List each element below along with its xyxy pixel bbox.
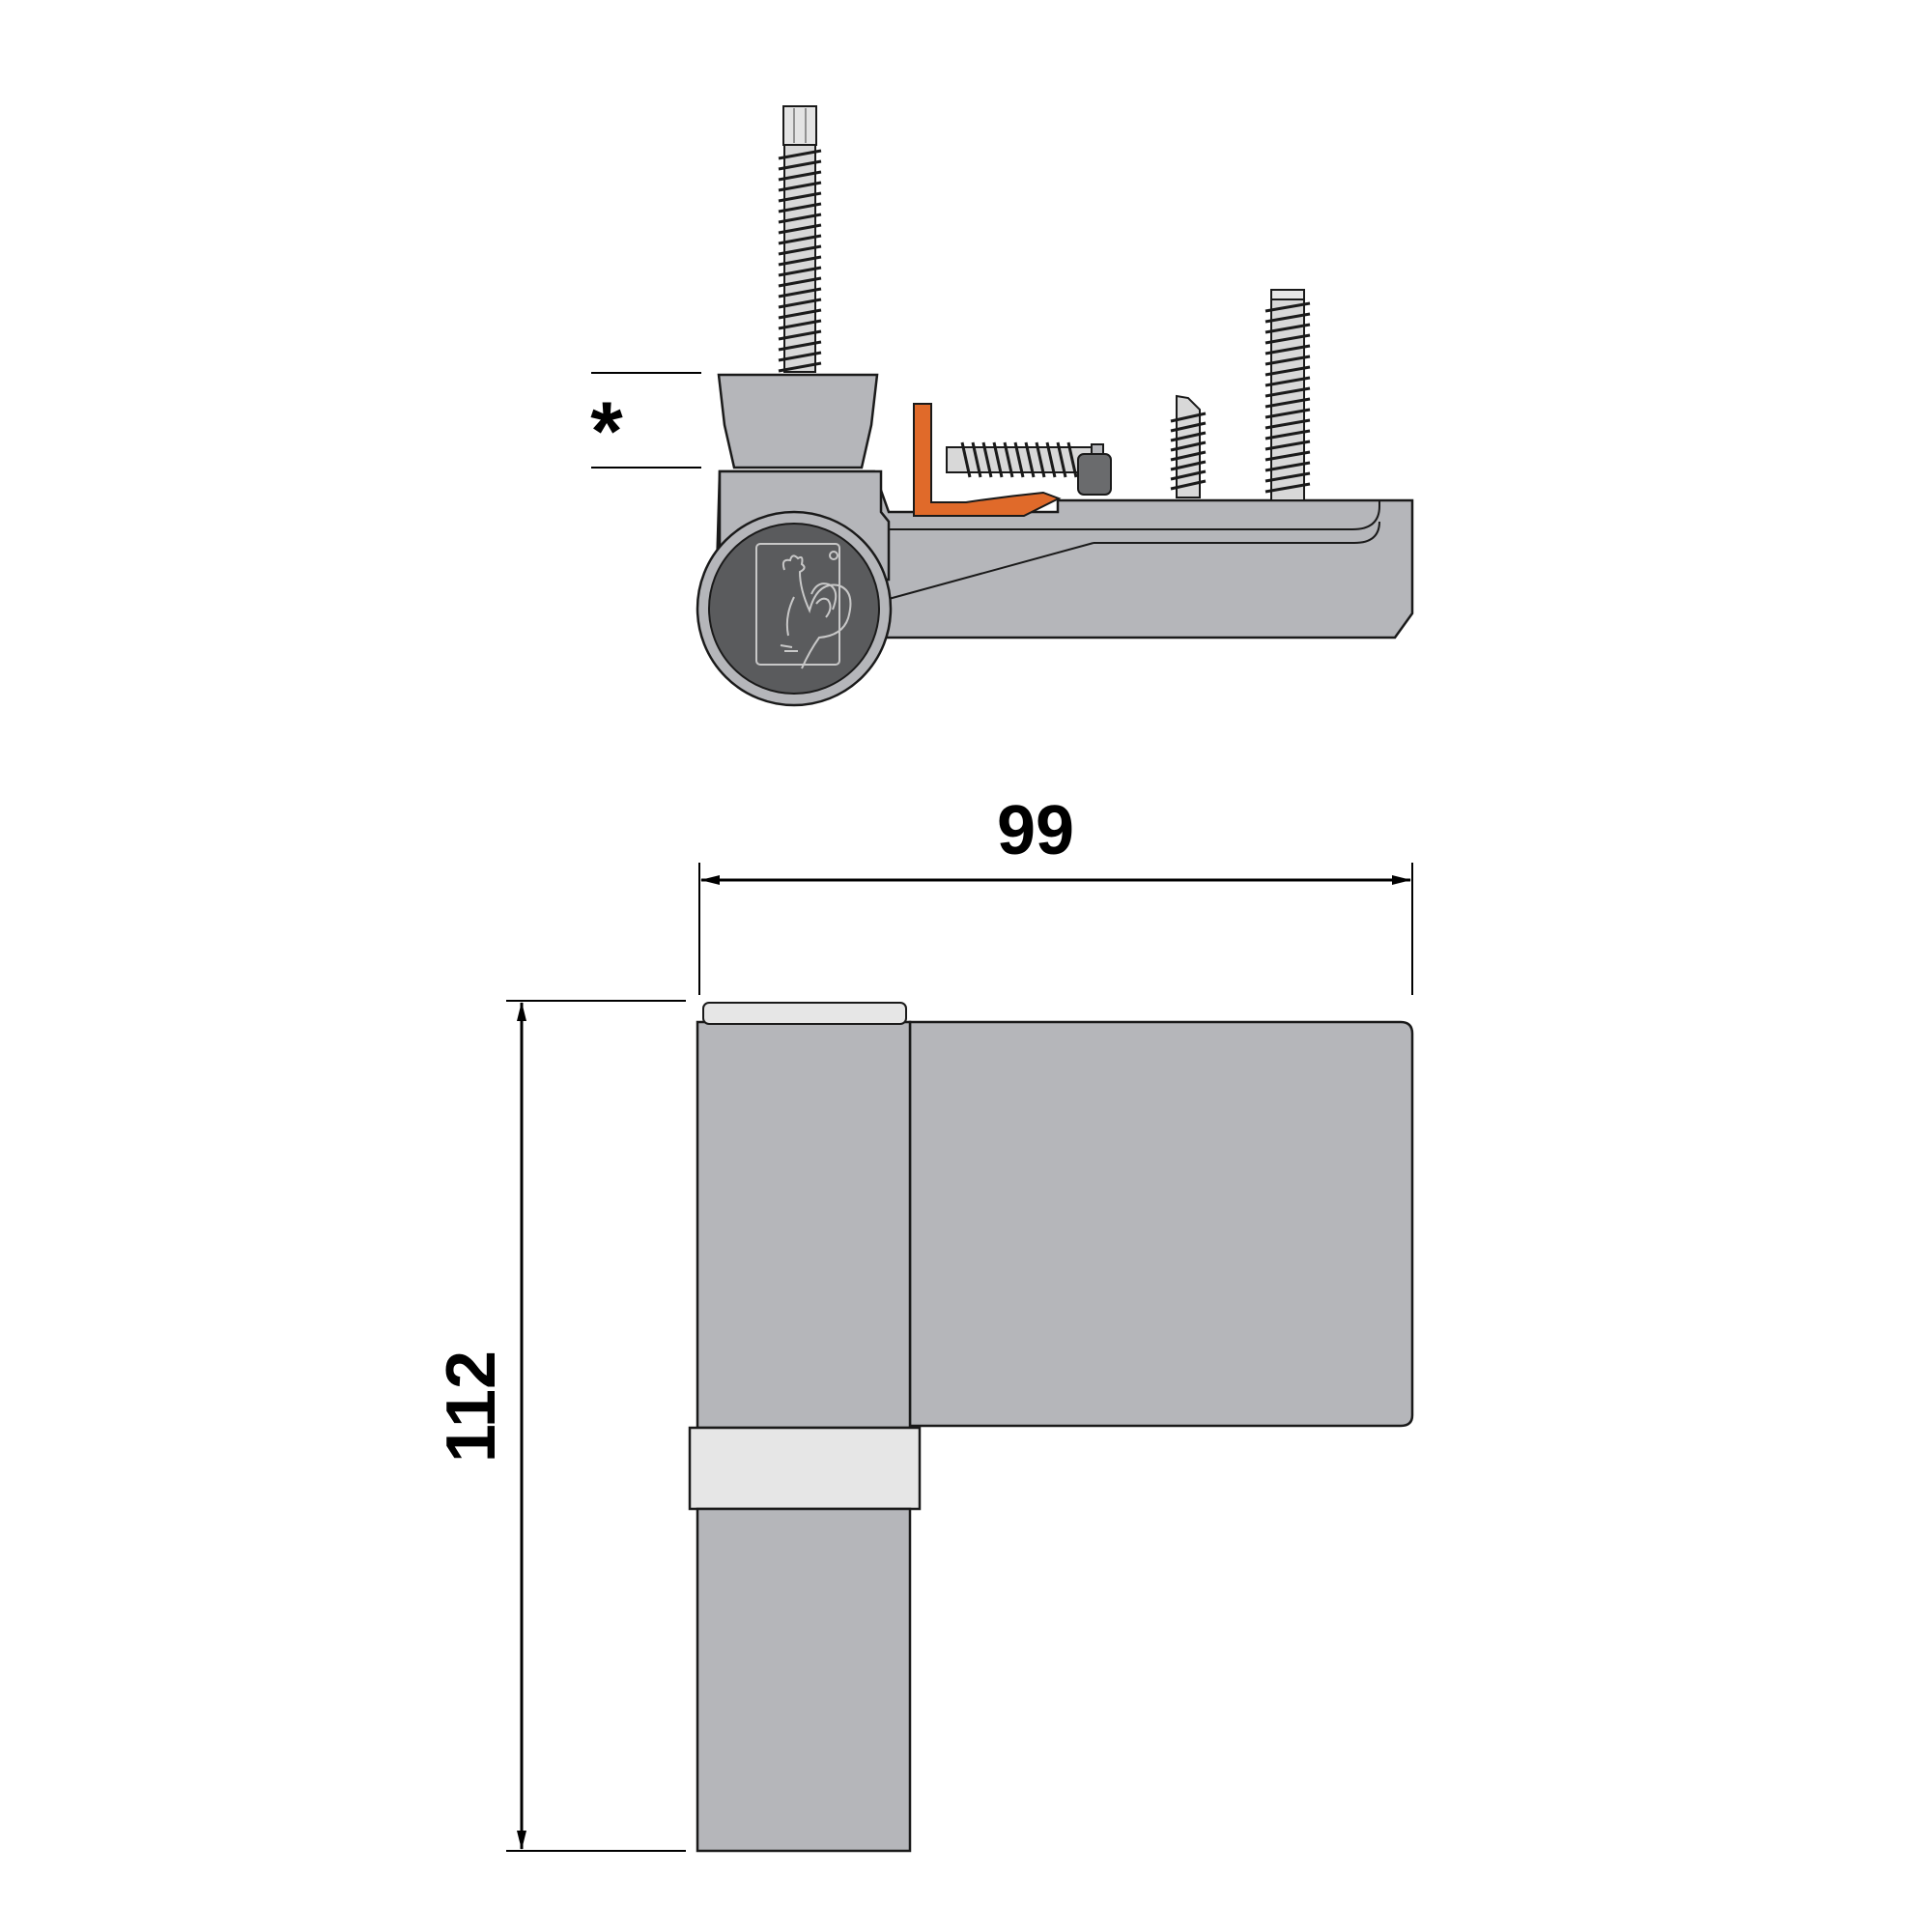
barrel-top-cap [702, 1002, 907, 1025]
asterisk-label: * [590, 385, 623, 478]
horizontal-screw [946, 441, 1104, 478]
rooster-icon [755, 543, 852, 669]
height-dimension: 112 [433, 1000, 686, 1852]
hinge-front-view [688, 1002, 1414, 1853]
adjustment-range-marker: * [590, 372, 701, 478]
adjuster-cone [717, 373, 879, 469]
barrel-upper [696, 1020, 912, 1430]
long-screw [1264, 289, 1311, 501]
barrel-cap [708, 523, 880, 695]
hinge-leaf-front [908, 1020, 1414, 1428]
width-dimension: 99 [698, 792, 1413, 995]
hinge-top-view: * [590, 105, 1414, 707]
short-screw [1170, 394, 1207, 498]
height-label: 112 [433, 1350, 510, 1463]
barrel-lower [696, 1507, 912, 1853]
locking-pin [1077, 453, 1112, 496]
orange-bracket [913, 403, 1062, 517]
barrel-ring [688, 1426, 922, 1511]
adjustment-bolt [778, 105, 822, 373]
width-label: 99 [997, 792, 1074, 869]
